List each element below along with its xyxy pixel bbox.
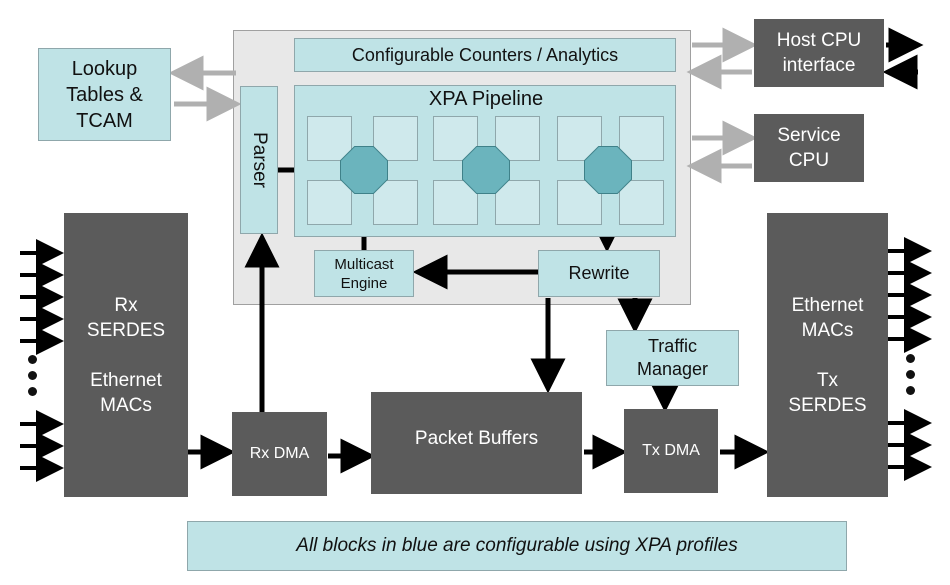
service-cpu-block: Service CPU <box>754 114 864 182</box>
parser-label-wrap: Parser <box>240 86 278 234</box>
pipeline-cell <box>495 180 540 225</box>
tx-serdes-block: Ethernet MACs Tx SERDES <box>767 213 888 497</box>
rewrite-block: Rewrite <box>538 250 660 297</box>
processor-octagon <box>463 147 509 193</box>
pipeline-cell <box>307 180 352 225</box>
parser-label: Parser <box>249 132 270 188</box>
packet-buffers-block: Packet Buffers <box>371 392 582 494</box>
counters-block: Configurable Counters / Analytics <box>294 38 676 72</box>
host-cpu-interface-block: Host CPU interface <box>754 19 884 87</box>
multicast-engine-block: Multicast Engine <box>314 250 414 297</box>
pipeline-cell <box>307 116 352 161</box>
pipeline-cell <box>619 116 664 161</box>
tx-dma-block: Tx DMA <box>624 409 718 493</box>
tx-output-arrows <box>888 237 932 481</box>
parser-block <box>240 86 278 234</box>
rx-dma-block: Rx DMA <box>232 412 327 496</box>
lookup-tables-block: Lookup Tables & TCAM <box>38 48 171 141</box>
processor-octagon <box>585 147 631 193</box>
processor-octagon <box>341 147 387 193</box>
footer-note: All blocks in blue are configurable usin… <box>187 521 847 571</box>
rx-input-arrows <box>20 239 64 482</box>
rx-serdes-block: Rx SERDES Ethernet MACs <box>64 213 188 497</box>
footer-text: All blocks in blue are configurable usin… <box>296 535 738 556</box>
pipeline-title: XPA Pipeline <box>428 88 544 110</box>
traffic-manager-block: Traffic Manager <box>606 330 739 386</box>
pipeline-cell <box>619 180 664 225</box>
